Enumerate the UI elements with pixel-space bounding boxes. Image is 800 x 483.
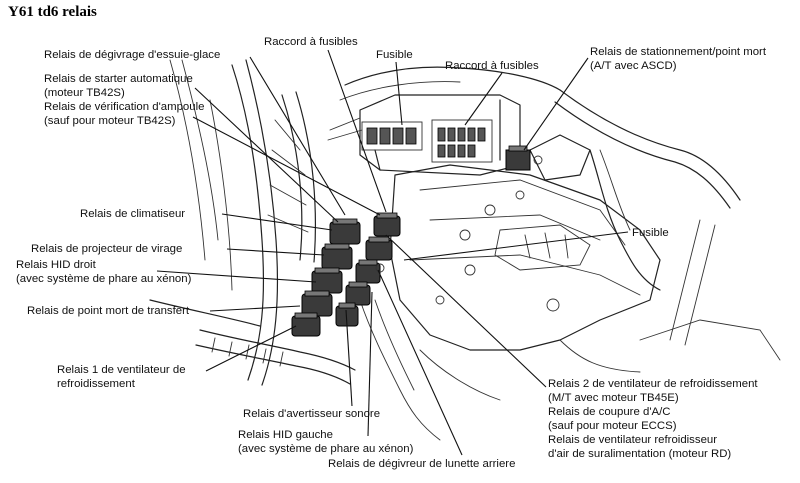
relay-7 — [365, 236, 393, 261]
label-air-conditioner-relay: Relais de climatiseur — [80, 208, 186, 220]
label-bulb-check-relay: Relais de vérification d'ampoule — [44, 101, 205, 113]
label-hid-right-relay-note: (avec système de phare au xénon) — [16, 273, 192, 285]
label-cooling-fan-relay-1: Relais 1 de ventilateur de — [57, 364, 186, 376]
relay-3 — [311, 267, 343, 294]
label-wiper-deicer-relay: Relais de dégivrage d'essuie-glace — [44, 49, 221, 61]
relay-8 — [355, 259, 381, 284]
label-park-neutral-relay: Relais de stationnement/point mort — [590, 46, 767, 58]
fusible-link-block — [361, 121, 423, 151]
label-ac-cut-relay: Relais de coupure d'A/C — [548, 406, 671, 418]
label-bulb-check-relay-note: (sauf pour moteur TB42S) — [44, 115, 176, 127]
label-ac-cut-relay-note: (sauf pour moteur ECCS) — [548, 420, 677, 432]
label-auto-choke-relay: Relais de starter automatique — [44, 73, 193, 85]
relay-6 — [373, 212, 401, 237]
label-hid-left-relay-note: (avec système de phare au xénon) — [238, 443, 414, 455]
label-auto-choke-relay-note: (moteur TB42S) — [44, 87, 125, 99]
relay-cluster — [291, 212, 401, 337]
label-intercooler-fan-relay: Relais de ventilateur refroidisseur — [548, 434, 718, 446]
label-fuse-right: Fusible — [632, 227, 669, 239]
relay-9 — [345, 281, 371, 306]
label-fusible-link-2: Raccord à fusibles — [445, 60, 539, 72]
label-park-neutral-relay-note: (A/T avec ASCD) — [590, 60, 677, 72]
relay-2 — [321, 243, 353, 270]
label-transfer-neutral-relay: Relais de point mort de transfert — [27, 305, 190, 317]
label-fuse-top: Fusible — [376, 49, 413, 61]
label-rear-defogger-relay: Relais de dégivreur de lunette arriere — [328, 458, 516, 470]
label-hid-right-relay: Relais HID droit — [16, 259, 96, 271]
relay-1 — [329, 218, 361, 245]
label-fusible-link-1: Raccord à fusibles — [264, 36, 358, 48]
leader-lines — [156, 49, 629, 456]
diagram-title: Y61 td6 relais — [8, 4, 97, 20]
label-cornering-lamp-relay: Relais de projecteur de virage — [31, 243, 183, 255]
engine-bay-outline — [149, 59, 781, 441]
label-cooling-fan-relay-2: Relais 2 de ventilateur de refroidisseme… — [548, 378, 758, 390]
label-hid-left-relay: Relais HID gauche — [238, 429, 333, 441]
label-intercooler-fan-relay-note: d'air de suralimentation (moteur RD) — [548, 448, 732, 460]
label-horn-relay: Relais d'avertisseur sonore — [243, 408, 381, 420]
fuse-box — [431, 119, 493, 163]
relay-4 — [301, 290, 333, 317]
relay-5 — [291, 312, 321, 337]
park-neutral-relay — [505, 145, 531, 171]
label-cooling-fan-relay-1-cont: refroidissement — [57, 378, 135, 390]
label-cooling-fan-relay-2-note: (M/T avec moteur TB45E) — [548, 392, 679, 404]
